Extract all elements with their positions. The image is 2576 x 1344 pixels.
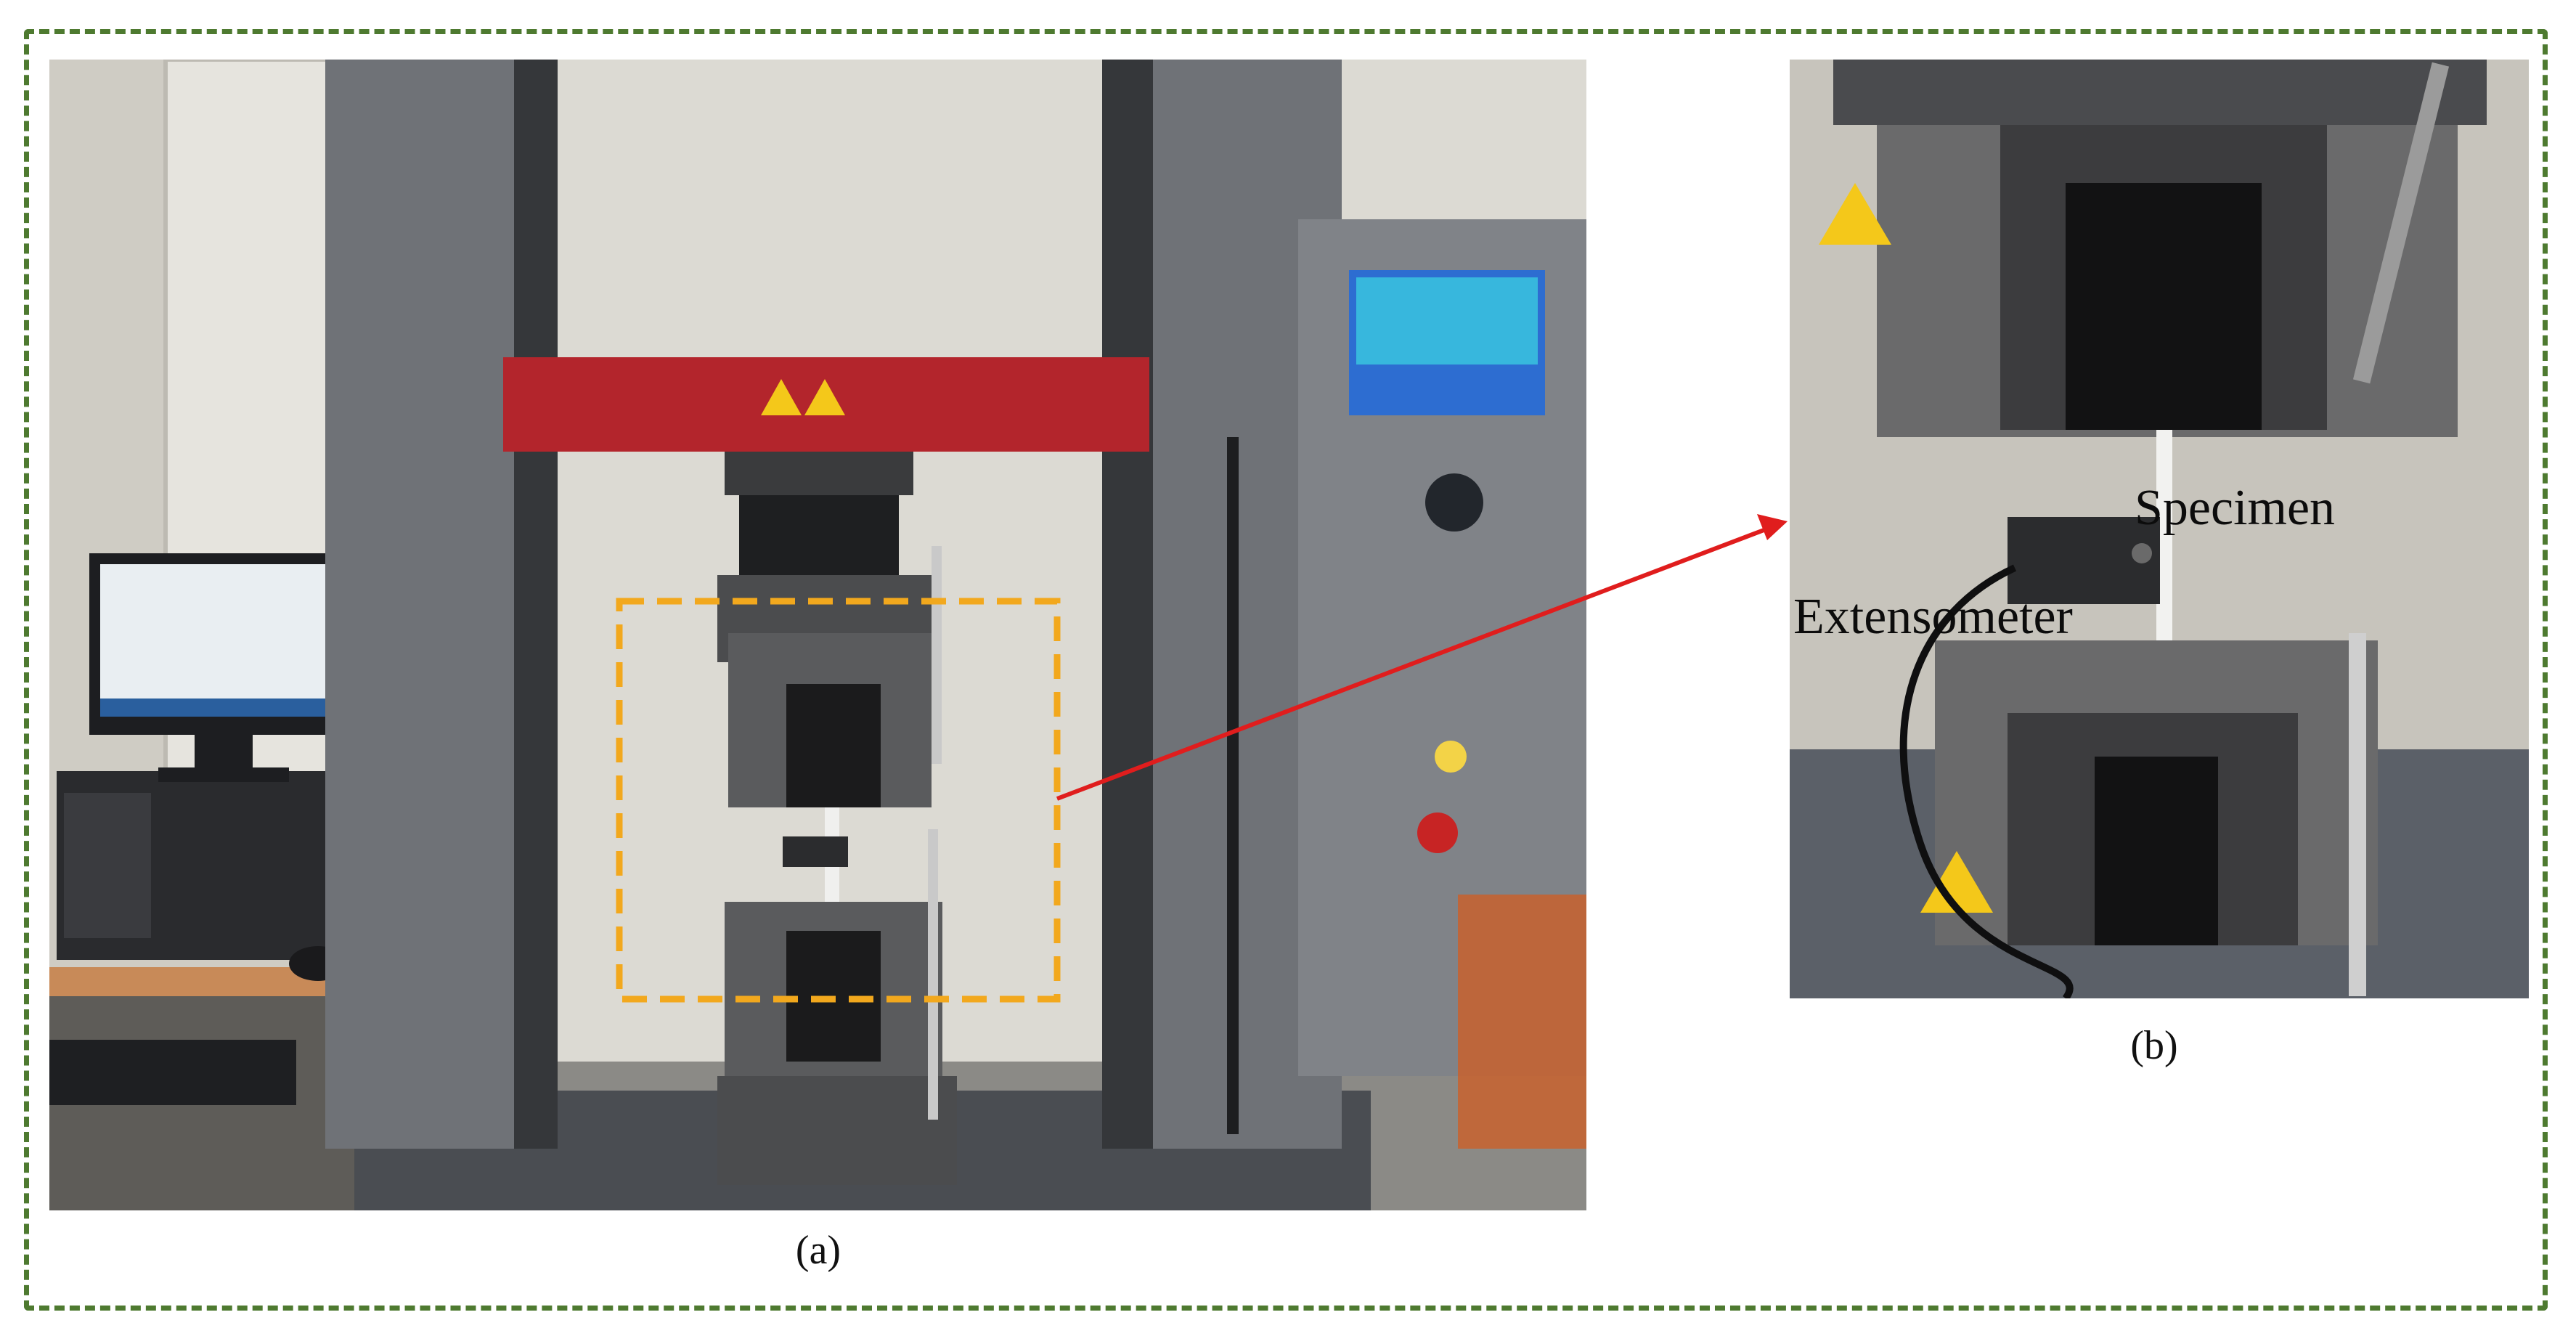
- testing-machine-photo: [49, 60, 1586, 1210]
- specimen-label: Specimen: [2135, 480, 2336, 536]
- caption-a: (a): [795, 1228, 841, 1273]
- caption-b: (b): [2130, 1023, 2178, 1068]
- extensometer-label: Extensometer: [1793, 589, 2073, 645]
- figure-frame: [24, 29, 2548, 1311]
- specimen-closeup-photo: [1790, 60, 2529, 998]
